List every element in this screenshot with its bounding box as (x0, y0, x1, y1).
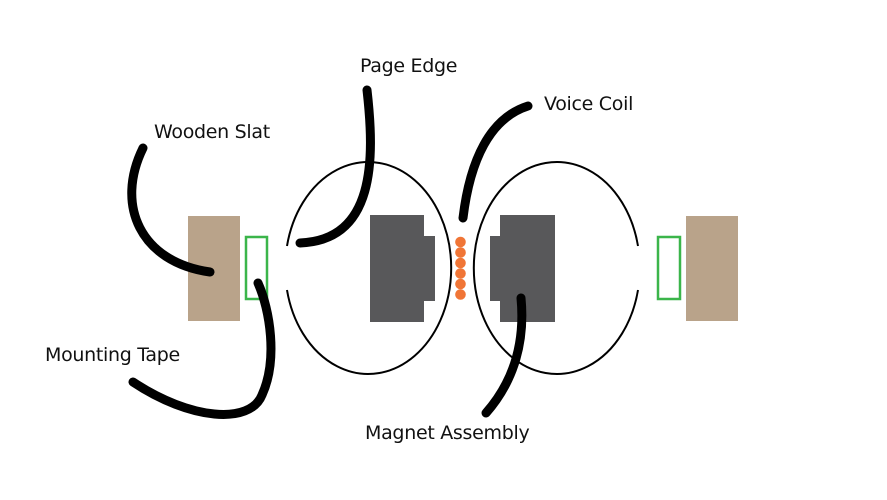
leader-wooden-slat (127, 143, 215, 277)
leader-mounting-tape (128, 278, 276, 419)
voice-coil-turn (455, 289, 466, 300)
page-edge-left (286, 161, 453, 375)
label-magnet-assembly: Magnet Assembly (365, 422, 530, 444)
mounting-tape-right (656, 235, 682, 301)
voice-coil (455, 236, 466, 300)
label-voice-coil: Voice Coil (544, 93, 634, 115)
label-mounting-tape: Mounting Tape (45, 344, 180, 366)
mounting-tape-left (244, 235, 269, 301)
voice-coil-turn (455, 236, 466, 248)
voice-coil-turn (455, 257, 466, 269)
magnet-assembly-left (370, 215, 435, 322)
voice-coil-turn (455, 247, 466, 258)
label-wooden-slat: Wooden Slat (154, 121, 270, 143)
voice-coil-turn (455, 268, 466, 279)
leader-magnet-assembly (481, 293, 527, 418)
voice-coil-turn (455, 278, 466, 290)
page-edge-right (472, 161, 639, 375)
leader-page-edge (295, 85, 375, 248)
label-page-edge: Page Edge (360, 55, 458, 77)
magnet-assembly-right (490, 215, 555, 322)
wooden-slat-right (686, 216, 738, 321)
leader-voice-coil (458, 101, 533, 223)
